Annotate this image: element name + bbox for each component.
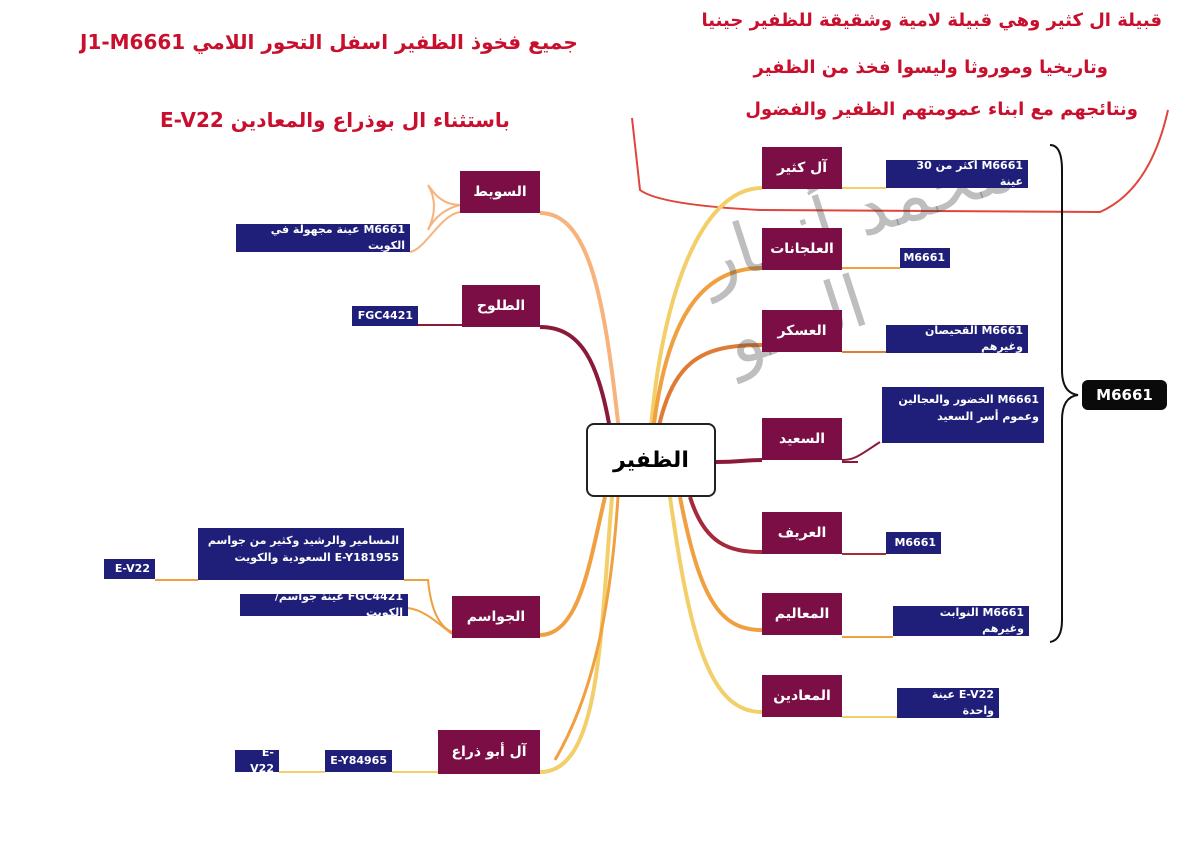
leaf-arif[interactable]: M6661 [886,532,941,554]
header-right-line1: قبيلة ال كثير وهي قبيلة لامية وشقيقة للظ… [701,10,1162,31]
branch-suwait[interactable]: السويط [460,171,540,213]
annotation-outline [631,109,1169,214]
leaf-jawasim-1[interactable]: المسامير والرشيد وكثير من جواسم E-Y18195… [198,528,404,580]
leaf-askar[interactable]: M6661 القحيصان وغيرهم [886,324,1028,353]
header-right-line3: ونتائجهم مع ابناء عمومتهم الظفير والفضول [745,99,1138,120]
branch-muadin[interactable]: المعادين [762,675,842,717]
link-abudhira-b [553,496,620,761]
branch-al-kathir[interactable]: آل كثير [762,147,842,189]
link-jawasim [539,496,607,637]
link-muadin [668,496,763,714]
link-arif [688,496,763,554]
link-saeed [715,458,763,464]
link-aljanat [650,266,763,441]
leaf-aljanat[interactable]: M6661 [900,248,950,268]
leaf-abu-dhira[interactable]: E-Y84965 [325,750,392,772]
leaf-jawasim-2[interactable]: FGC4421 عينة جواسم/الكويت [240,590,408,619]
leaf-muadin[interactable]: E-V22 عينة واحدة [897,688,999,718]
header-right-line2: وتاريخيا وموروثا وليسوا فخذ من الظفير [753,57,1108,78]
leaf-al-kathir[interactable]: M6661 أكثر من 30 عينة [886,159,1028,188]
link-maalim [678,496,763,632]
leaf-suwait[interactable]: M6661 عينة مجهولة في الكويت [236,223,410,252]
center-node[interactable]: الظفير [586,423,716,497]
branch-aljanat[interactable]: العلجانات [762,228,842,270]
leaf-jawasim-outer[interactable]: E-V22 [104,559,155,579]
leaf-tuluh[interactable]: FGC4421 [352,306,418,326]
link-kathir [648,186,763,441]
link-abudhira [539,496,614,774]
branch-tuluh[interactable]: الطلوح [462,285,540,327]
branch-arif[interactable]: العريف [762,512,842,554]
link-askar [653,343,763,446]
link-tuluh [539,325,614,443]
header-left-line1: جميع فخوذ الظفير اسفل التحور اللامي J1-M… [80,30,578,54]
leaf-maalim[interactable]: M6661 النوابت وغيرهم [893,606,1029,636]
leaf-abu-dhira-outer[interactable]: E-V22 [235,746,279,775]
group-brace [1049,144,1079,643]
leaf-saeed[interactable]: M6661 الخضور والعجالين وعموم أسر السعيد [882,387,1044,443]
branch-maalim[interactable]: المعاليم [762,593,842,635]
header-left-line2: باستثناء ال بوذراع والمعادين E-V22 [160,108,510,132]
branch-jawasim[interactable]: الجواسم [452,596,540,638]
branch-abu-dhira[interactable]: آل أبو ذراع [438,730,540,774]
branch-saeed[interactable]: السعيد [762,418,842,460]
link-suwait [539,211,622,441]
group-m6661-badge: M6661 [1082,380,1167,410]
branch-askar[interactable]: العسكر [762,310,842,352]
